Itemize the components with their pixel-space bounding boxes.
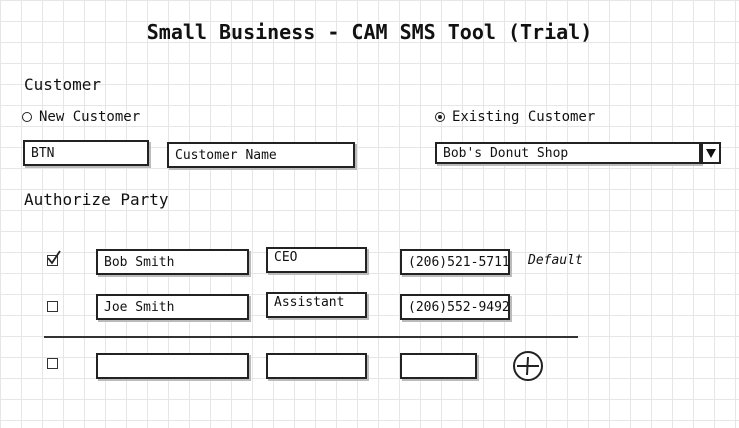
check-icon <box>47 250 61 265</box>
new-customer-radio[interactable] <box>22 112 32 122</box>
new-row-checkbox[interactable] <box>47 358 58 369</box>
row-1-name-input[interactable]: Bob Smith <box>96 249 249 275</box>
row-2-name-input[interactable]: Joe Smith <box>96 294 249 320</box>
customer-heading: Customer <box>24 75 102 94</box>
row-1-title-input[interactable]: CEO <box>266 247 367 273</box>
customer-name-input[interactable]: Customer Name <box>167 142 355 168</box>
row-1-checkbox[interactable] <box>47 250 61 266</box>
existing-customer-label: Existing Customer <box>452 109 596 125</box>
default-label: Default <box>528 253 583 268</box>
new-phone-input[interactable] <box>400 353 477 379</box>
btn-input[interactable]: BTN <box>23 140 149 166</box>
existing-customer-radio[interactable] <box>435 112 445 122</box>
new-title-input[interactable] <box>266 353 367 379</box>
existing-customer-select[interactable]: Bob's Donut Shop <box>435 142 701 164</box>
new-customer-label: New Customer <box>39 109 141 125</box>
divider <box>44 336 578 338</box>
row-2-checkbox[interactable] <box>47 301 58 312</box>
row-1-phone-input[interactable]: (206)521-5711 <box>400 249 510 275</box>
authorize-party-heading: Authorize Party <box>24 190 169 209</box>
add-circle-icon[interactable] <box>512 350 544 382</box>
triangle-down-icon <box>706 149 716 158</box>
page-title: Small Business - CAM SMS Tool (Trial) <box>146 20 593 44</box>
row-2-title-input[interactable]: Assistant <box>266 292 367 318</box>
new-name-input[interactable] <box>96 353 249 379</box>
row-2-phone-input[interactable]: (206)552-9492 <box>400 294 510 320</box>
dropdown-button[interactable] <box>701 142 721 164</box>
